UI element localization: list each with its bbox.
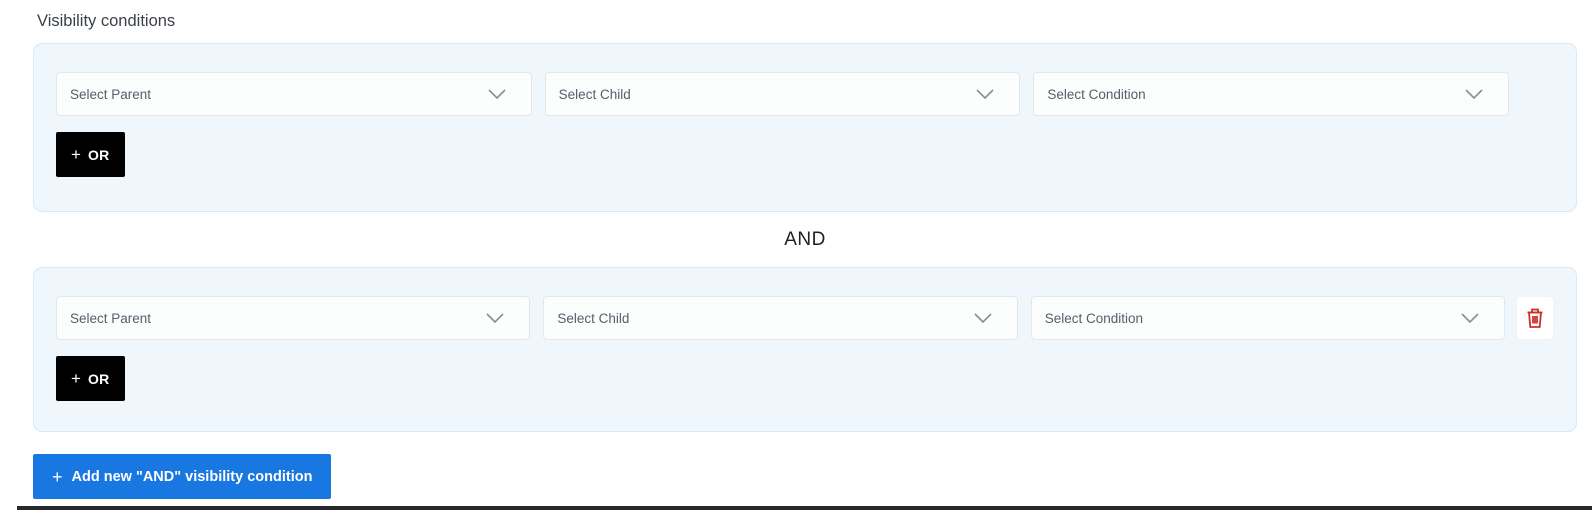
chevron-down-icon <box>1461 313 1479 324</box>
select-condition-dropdown[interactable]: Select Condition <box>1030 296 1506 340</box>
plus-icon: + <box>71 145 81 164</box>
delete-condition-button[interactable] <box>1516 296 1554 340</box>
trash-icon <box>1527 308 1543 328</box>
select-parent-dropdown[interactable]: Select Parent <box>56 72 532 116</box>
plus-icon: + <box>71 369 81 388</box>
chevron-down-icon <box>974 313 992 324</box>
add-or-condition-button[interactable]: + OR <box>56 356 125 401</box>
condition-group-2: Select Parent Select Child Select Condit… <box>33 267 1577 432</box>
add-or-condition-button[interactable]: + OR <box>56 132 125 177</box>
page-title: Visibility conditions <box>37 12 176 30</box>
chevron-down-icon <box>1465 89 1483 100</box>
and-separator-label: AND <box>784 228 826 250</box>
plus-icon: + <box>52 466 63 487</box>
select-condition-placeholder: Select Condition <box>1044 310 1144 326</box>
select-parent-dropdown[interactable]: Select Parent <box>56 296 531 340</box>
select-child-dropdown[interactable]: Select Child <box>543 296 1018 340</box>
chevron-down-icon <box>486 313 504 324</box>
select-child-dropdown[interactable]: Select Child <box>544 72 1021 116</box>
select-parent-placeholder: Select Parent <box>70 310 152 326</box>
select-child-placeholder: Select Child <box>557 310 630 326</box>
chevron-down-icon <box>976 89 994 100</box>
select-condition-dropdown[interactable]: Select Condition <box>1033 72 1510 116</box>
select-parent-placeholder: Select Parent <box>70 86 152 102</box>
condition-row: Select Parent Select Child Select Condit… <box>56 296 1554 340</box>
select-condition-placeholder: Select Condition <box>1047 86 1146 102</box>
bottom-divider <box>17 506 1592 510</box>
add-and-condition-button[interactable]: + Add new "AND" visibility condition <box>33 454 332 499</box>
chevron-down-icon <box>488 89 506 100</box>
select-child-placeholder: Select Child <box>558 86 631 102</box>
condition-row: Select Parent Select Child Select Condit… <box>56 72 1554 116</box>
condition-group-1: Select Parent Select Child Select Condit… <box>33 43 1577 212</box>
